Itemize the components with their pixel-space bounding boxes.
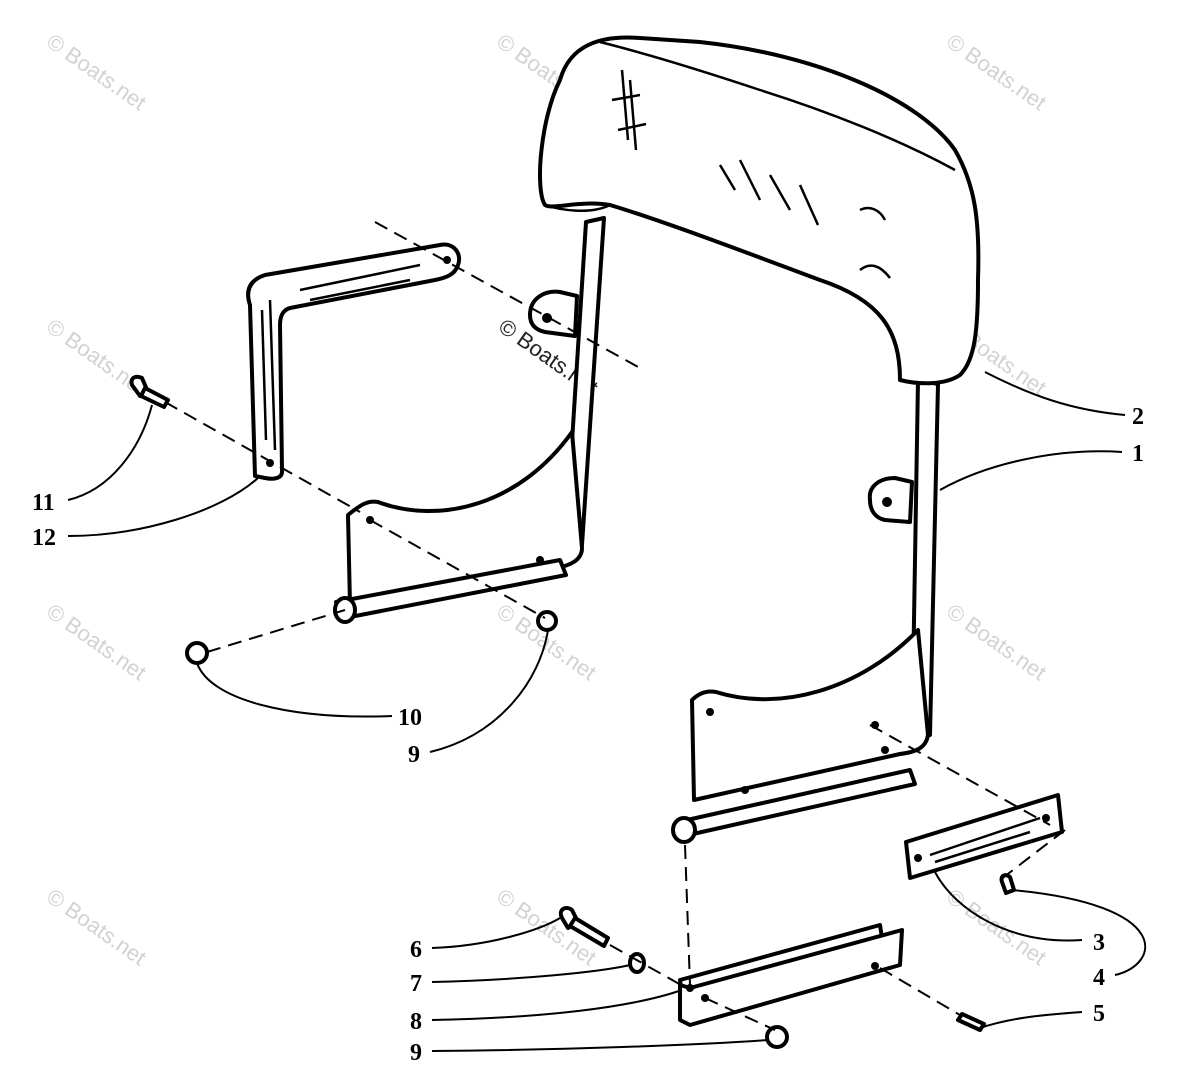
callout-10: 10 <box>398 705 422 731</box>
backrest-cushion <box>538 35 981 386</box>
callout-7: 7 <box>410 971 422 997</box>
callout-12: 12 <box>32 525 56 551</box>
callout-8: 8 <box>410 1009 422 1035</box>
callout-4: 4 <box>1093 965 1105 991</box>
left-bracket <box>246 242 461 481</box>
watermark: © Boats.net <box>942 599 1051 686</box>
callout-labels: 2 1 11 12 10 9 3 4 5 6 7 8 9 <box>32 404 1144 1066</box>
reflector-plate <box>904 793 1064 880</box>
assembly-lines <box>164 221 1066 1031</box>
watermark: © Boats.net <box>42 29 151 116</box>
callout-3: 3 <box>1093 930 1105 956</box>
callout-9-upper: 9 <box>408 742 420 768</box>
bottom-mounting-bracket <box>678 923 904 1027</box>
callout-9-lower: 9 <box>410 1040 422 1066</box>
callout-6: 6 <box>410 937 422 963</box>
watermark: © Boats.net <box>42 599 151 686</box>
hardware <box>129 374 1016 1049</box>
callout-2: 2 <box>1132 404 1144 430</box>
leader-lines <box>67 371 1146 1052</box>
watermark: © Boats.net <box>42 884 151 971</box>
callout-11: 11 <box>32 490 55 516</box>
backrest-frame <box>333 216 940 844</box>
callout-1: 1 <box>1132 441 1144 467</box>
watermark: © Boats.net <box>942 29 1051 116</box>
watermark: © Boats.net <box>942 884 1051 971</box>
callout-5: 5 <box>1093 1001 1105 1027</box>
